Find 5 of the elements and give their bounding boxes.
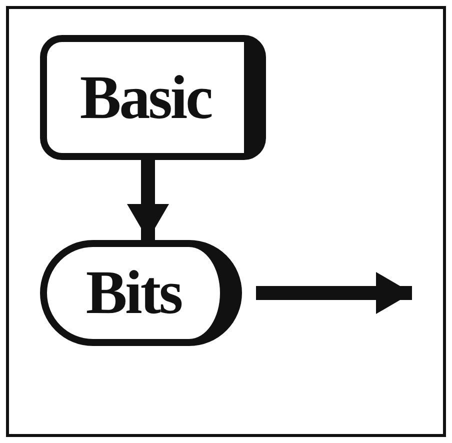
- arrow: [127, 160, 169, 240]
- process-box: [40, 35, 266, 160]
- node-label: Basic: [80, 66, 212, 128]
- node-label: Bits: [86, 262, 182, 324]
- arrow: [256, 272, 412, 314]
